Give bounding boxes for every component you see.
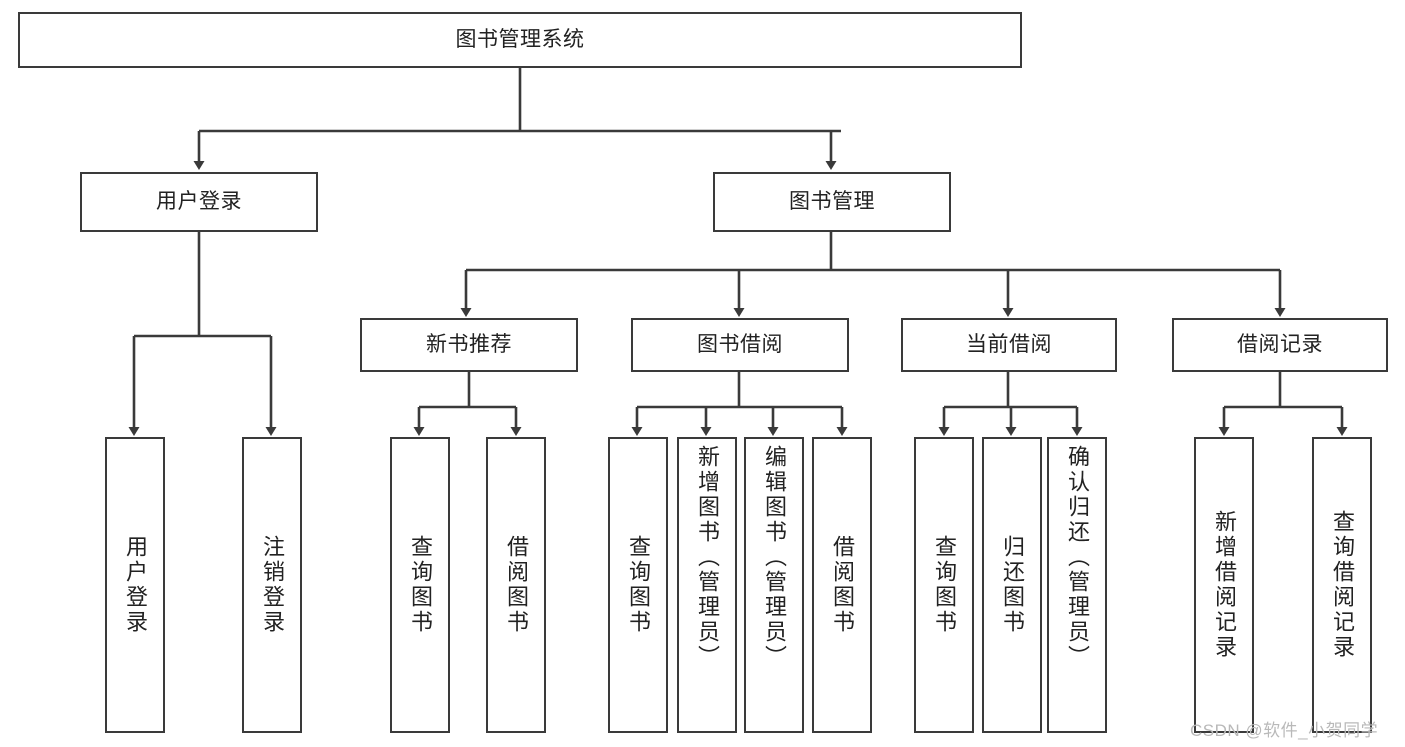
node-label: 用户登录 [156,189,242,213]
leaf-borrow-book-recommend[interactable]: 借阅图书 [486,437,546,733]
leaf-add-borrow-record[interactable]: 新增借阅记录 [1194,437,1254,733]
leaf-label: 查询图书 [626,535,651,635]
watermark: CSDN @软件_小贺同学 [1190,721,1379,740]
leaf-label: 用户登录 [123,535,148,635]
leaf-label: 确认归还（管理员） [1065,445,1090,670]
node-label: 新书推荐 [426,332,512,356]
node-label: 借阅记录 [1237,332,1323,356]
node-book-borrow[interactable]: 图书借阅 [631,318,849,372]
node-current-borrow[interactable]: 当前借阅 [901,318,1117,372]
leaf-label: 查询图书 [408,535,433,635]
node-book-management[interactable]: 图书管理 [713,172,951,232]
leaf-edit-book-admin[interactable]: 编辑图书（管理员） [744,437,804,733]
leaf-label: 新增借阅记录 [1212,510,1237,660]
node-new-book-recommend[interactable]: 新书推荐 [360,318,578,372]
leaf-add-book-admin[interactable]: 新增图书（管理员） [677,437,737,733]
leaf-label: 借阅图书 [504,535,529,635]
node-label: 图书管理系统 [455,27,585,51]
leaf-return-book[interactable]: 归还图书 [982,437,1042,733]
leaf-borrow-book[interactable]: 借阅图书 [812,437,872,733]
node-label: 图书管理 [789,189,875,213]
leaf-query-book-current[interactable]: 查询图书 [914,437,974,733]
leaf-query-book-borrow[interactable]: 查询图书 [608,437,668,733]
leaf-label: 归还图书 [1000,535,1025,635]
leaf-label: 查询图书 [932,535,957,635]
node-root-book-management-system[interactable]: 图书管理系统 [18,12,1022,68]
leaf-query-borrow-record[interactable]: 查询借阅记录 [1312,437,1372,733]
leaf-label: 注销登录 [260,535,285,635]
node-label: 当前借阅 [966,332,1052,356]
node-user-login[interactable]: 用户登录 [80,172,318,232]
leaf-label: 借阅图书 [830,535,855,635]
leaf-label: 新增图书（管理员） [695,445,720,670]
leaf-confirm-return-admin[interactable]: 确认归还（管理员） [1047,437,1107,733]
leaf-user-login[interactable]: 用户登录 [105,437,165,733]
leaf-label: 查询借阅记录 [1330,510,1355,660]
node-label: 图书借阅 [697,332,783,356]
leaf-logout[interactable]: 注销登录 [242,437,302,733]
leaf-query-book-recommend[interactable]: 查询图书 [390,437,450,733]
leaf-label: 编辑图书（管理员） [762,445,787,670]
node-borrow-record[interactable]: 借阅记录 [1172,318,1388,372]
